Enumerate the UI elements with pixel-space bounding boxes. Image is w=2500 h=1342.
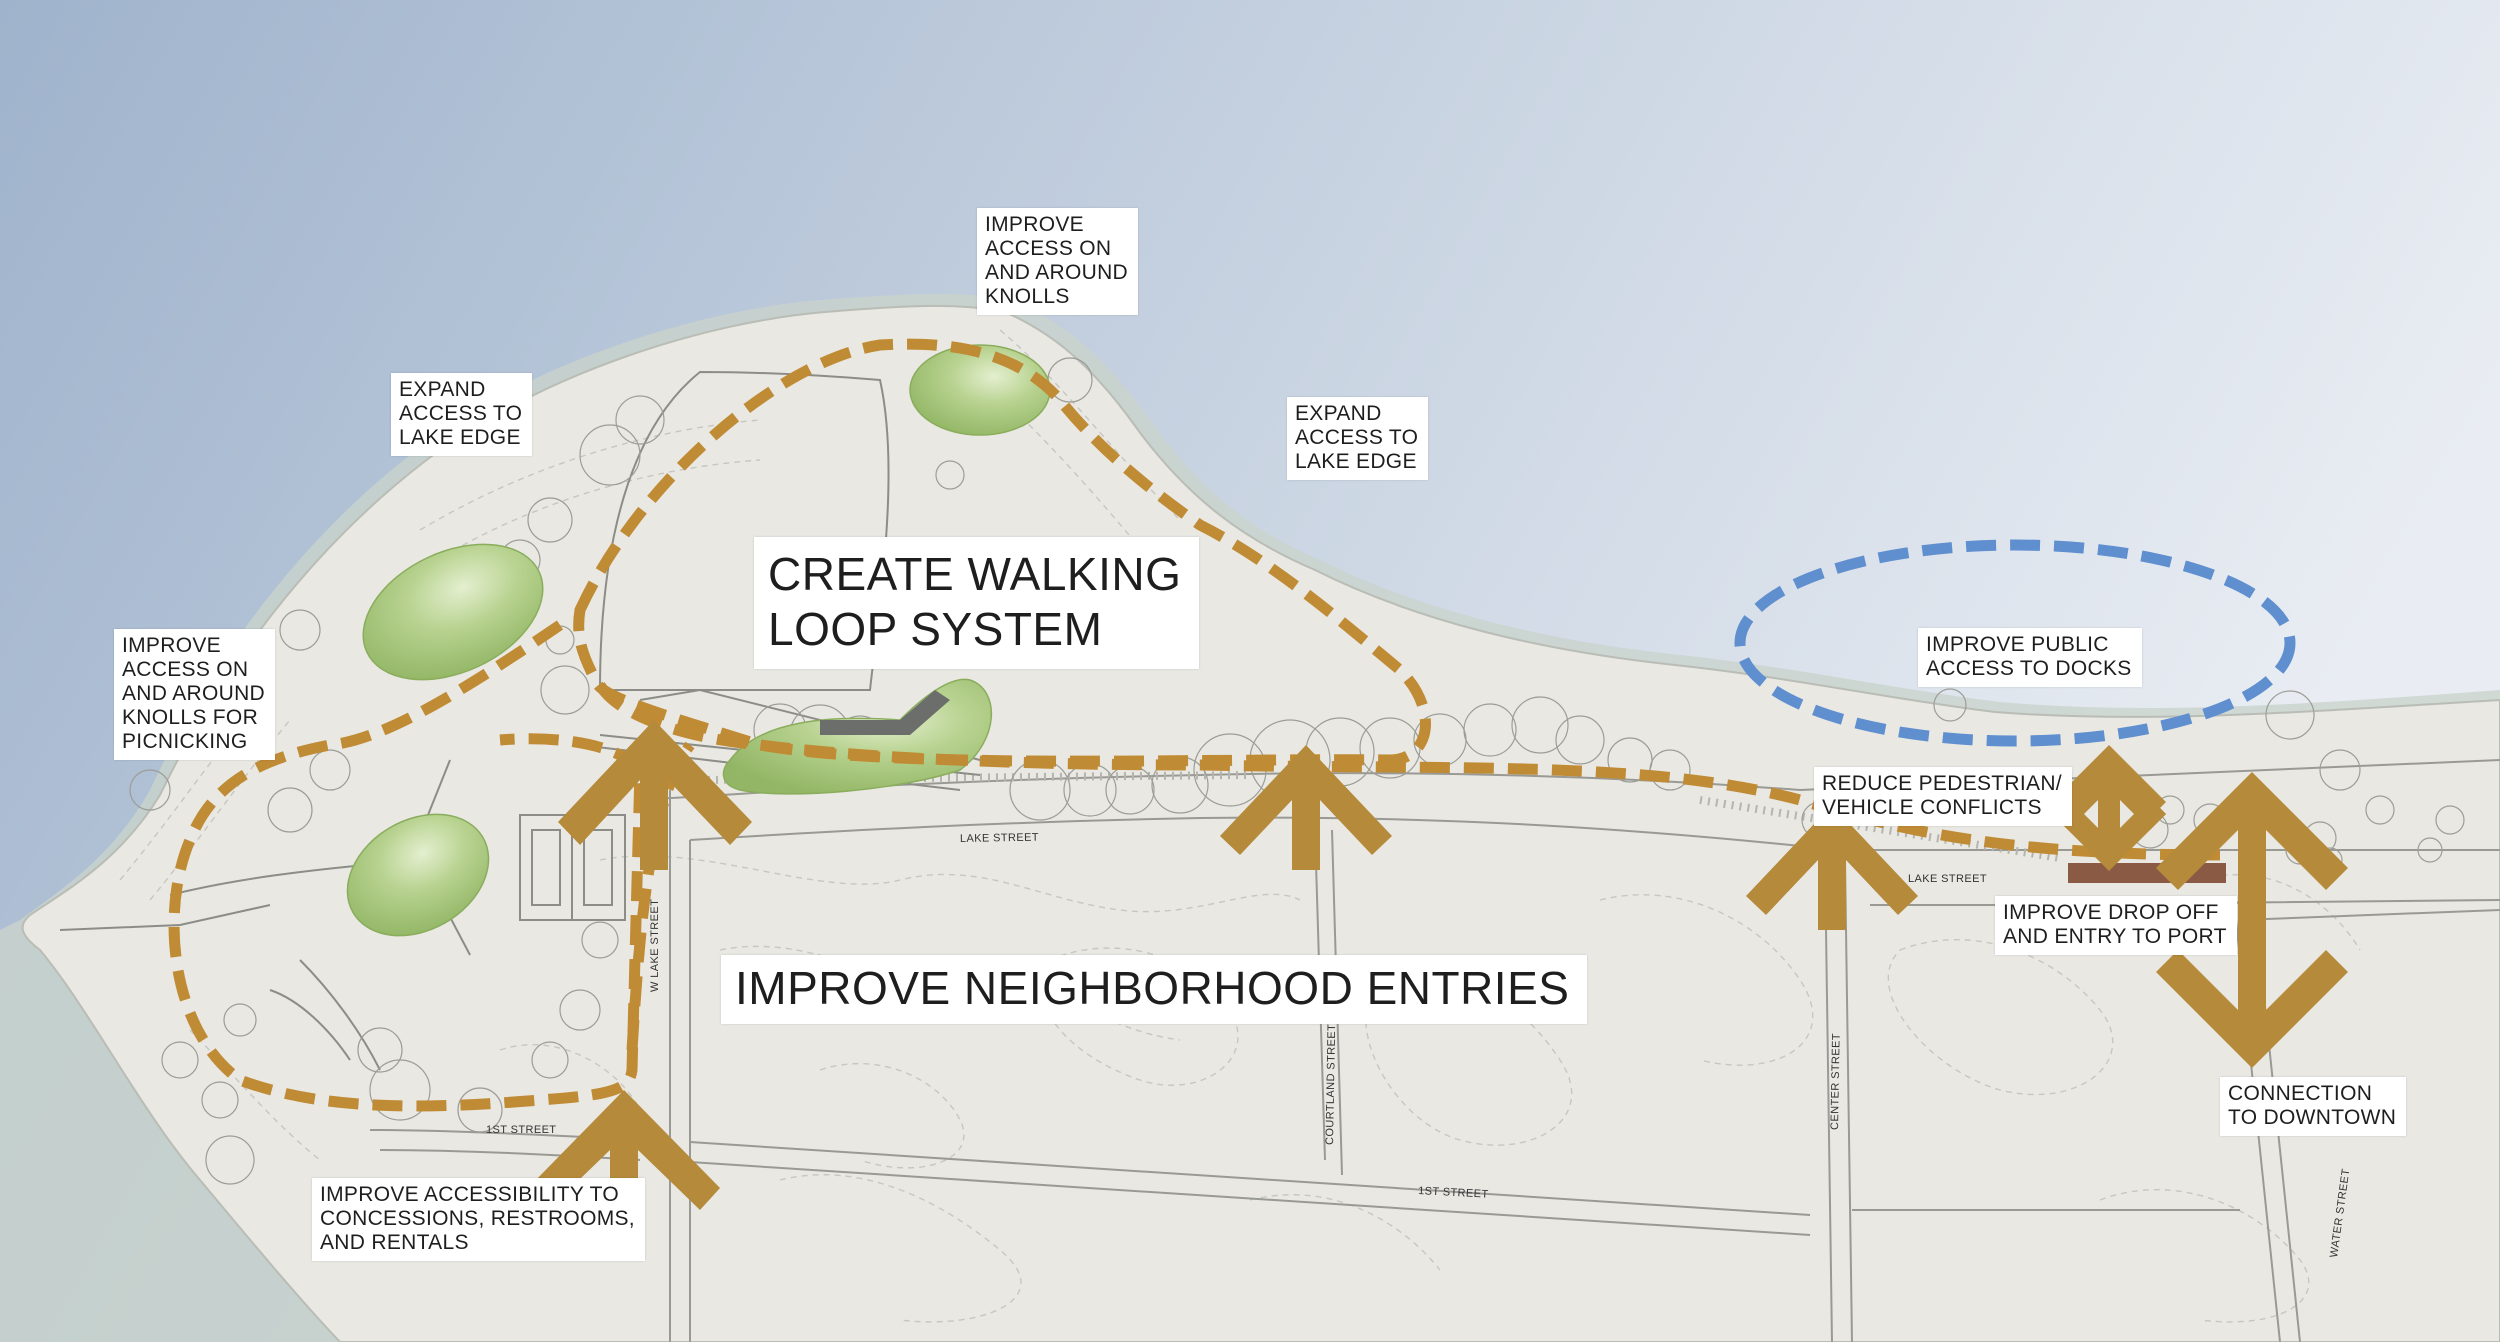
street-label-lake-east: LAKE STREET — [1908, 873, 1987, 885]
docks-area — [1734, 539, 2296, 747]
label-line: LOOP SYSTEM — [768, 603, 1103, 655]
label-line: ACCESS ON — [985, 237, 1112, 260]
label-line: IMPROVE DROP OFF — [2003, 901, 2219, 924]
label-line: IMPROVE — [122, 634, 221, 657]
knoll-northeast — [909, 344, 1051, 436]
label-line: ACCESS ON — [122, 658, 249, 681]
label-line: IMPROVE NEIGHBORHOOD ENTRIES — [735, 962, 1570, 1014]
label-line: ACCESS TO — [1295, 426, 1419, 449]
label-line: CONNECTION — [2228, 1082, 2373, 1105]
label-line: LAKE EDGE — [1295, 450, 1417, 473]
label-line: IMPROVE ACCESSIBILITY TO — [320, 1183, 619, 1206]
arrow-first-street-up — [528, 1090, 720, 1242]
knoll-west — [346, 813, 490, 937]
label-line: CONCESSIONS, RESTROOMS, — [320, 1207, 635, 1230]
label-expand-lake-edge-east: EXPAND ACCESS TO LAKE EDGE — [1287, 397, 1429, 480]
label-line: CREATE WALKING — [768, 548, 1182, 600]
label-line: IMPROVE — [985, 213, 1084, 236]
label-line: ACCESS TO DOCKS — [1926, 657, 2132, 680]
contour-lines — [119, 329, 2361, 1323]
label-line: KNOLLS FOR — [122, 706, 259, 729]
street-label-courtland: COURTLAND STREET — [1324, 1024, 1338, 1145]
entry-arrows — [528, 720, 1918, 1242]
label-connection-downtown: CONNECTION TO DOWNTOWN — [2220, 1077, 2407, 1136]
label-line: VEHICLE CONFLICTS — [1822, 796, 2042, 819]
label-drop-off: IMPROVE DROP OFF AND ENTRY TO PORT — [1995, 896, 2237, 955]
connection-arrows — [2052, 745, 2348, 1068]
label-line: EXPAND — [399, 378, 486, 401]
label-line: KNOLLS — [985, 285, 1070, 308]
label-line: AND ENTRY TO PORT — [2003, 925, 2227, 948]
label-line: TO DOWNTOWN — [2228, 1106, 2397, 1129]
label-knolls-picnicking: IMPROVE ACCESS ON AND AROUND KNOLLS FOR … — [114, 629, 276, 760]
street-label-w-lake: W LAKE STREET — [649, 899, 661, 992]
label-line: PICNICKING — [122, 730, 248, 753]
street-label-lake-west: LAKE STREET — [960, 832, 1039, 845]
label-expand-lake-edge-west: EXPAND ACCESS TO LAKE EDGE — [391, 373, 533, 456]
arrow-w-lake-street — [558, 720, 752, 870]
drop-off-area — [2068, 863, 2226, 883]
label-line: IMPROVE PUBLIC — [1926, 633, 2109, 656]
street-label-first-mid: 1ST STREET — [1418, 1185, 1489, 1201]
label-walking-loop: CREATE WALKING LOOP SYSTEM — [754, 537, 1200, 669]
arrow-courtland-street — [1220, 745, 1392, 870]
arrow-center-street — [1746, 805, 1918, 930]
arrow-downtown-up — [2156, 772, 2348, 980]
concessions-building — [820, 690, 950, 735]
label-line: AND AROUND — [985, 261, 1129, 284]
label-concessions: IMPROVE ACCESSIBILITY TO CONCESSIONS, RE… — [312, 1178, 645, 1261]
arrow-docks-up — [2052, 745, 2166, 818]
label-line: AND RENTALS — [320, 1231, 469, 1254]
label-neighborhood-entries: IMPROVE NEIGHBORHOOD ENTRIES — [721, 955, 1588, 1024]
label-pedestrian-conflicts: REDUCE PEDESTRIAN/ VEHICLE CONFLICTS — [1814, 767, 2072, 826]
label-knolls-top: IMPROVE ACCESS ON AND AROUND KNOLLS — [977, 208, 1139, 315]
label-line: ACCESS TO — [399, 402, 523, 425]
street-label-first-west: 1ST STREET — [486, 1124, 556, 1136]
street-label-center: CENTER STREET — [1829, 1033, 1843, 1130]
arrow-docks-down — [2052, 798, 2166, 871]
label-line: LAKE EDGE — [399, 426, 521, 449]
knoll-northwest — [362, 543, 544, 681]
label-docks-access: IMPROVE PUBLIC ACCESS TO DOCKS — [1918, 628, 2142, 687]
label-line: AND AROUND — [122, 682, 266, 705]
label-line: REDUCE PEDESTRIAN/ — [1822, 772, 2062, 795]
label-line: EXPAND — [1295, 402, 1382, 425]
